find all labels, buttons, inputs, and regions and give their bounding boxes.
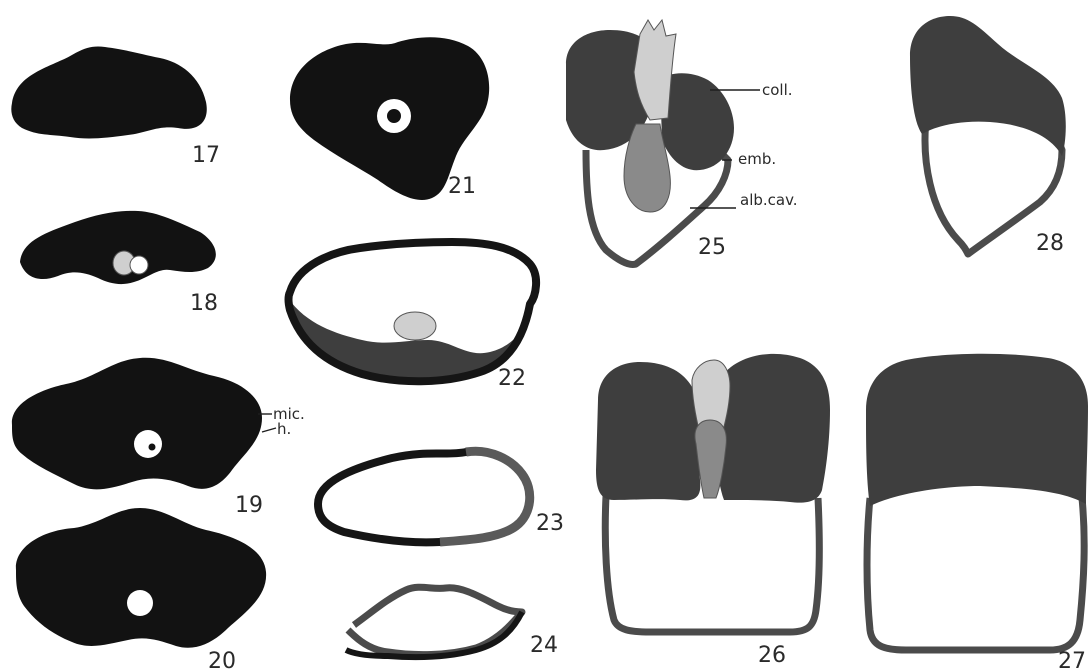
figure-26: 26 bbox=[596, 354, 830, 668]
label-h: h. bbox=[277, 420, 291, 438]
figure-20: 20 bbox=[16, 508, 266, 672]
figure-27: 27 bbox=[866, 354, 1088, 672]
leader-h bbox=[262, 428, 276, 432]
section-28-cap bbox=[910, 16, 1066, 156]
figure-number-19: 19 bbox=[235, 493, 263, 518]
figure-17: 17 bbox=[11, 46, 220, 168]
figure-number-20: 20 bbox=[208, 649, 236, 672]
section-20-hollow bbox=[127, 590, 153, 616]
section-21-ring-center bbox=[387, 109, 401, 123]
section-20-shape bbox=[16, 508, 266, 648]
section-26-right-lobe bbox=[714, 354, 830, 503]
section-17-shape bbox=[11, 46, 206, 138]
figure-number-26: 26 bbox=[758, 643, 786, 668]
section-23-wall-light bbox=[440, 451, 530, 542]
figure-number-28: 28 bbox=[1036, 231, 1064, 256]
figure-21: 21 bbox=[290, 37, 489, 200]
section-19-hollow-dot bbox=[149, 444, 156, 451]
figure-number-21: 21 bbox=[448, 174, 476, 199]
section-26-sac bbox=[605, 496, 819, 632]
figure-number-18: 18 bbox=[190, 291, 218, 316]
label-coll: coll. bbox=[762, 81, 793, 99]
section-19-shape bbox=[12, 358, 262, 490]
section-23-wall bbox=[318, 451, 530, 542]
figure-number-22: 22 bbox=[498, 366, 526, 391]
section-25-right-lobe bbox=[660, 73, 734, 170]
figure-number-25: 25 bbox=[698, 235, 726, 260]
section-19-hollow bbox=[134, 430, 162, 458]
figure-18: 18 bbox=[20, 211, 218, 316]
figure-number-23: 23 bbox=[536, 511, 564, 536]
figure-number-24: 24 bbox=[530, 633, 558, 658]
figure-22: 22 bbox=[288, 242, 536, 391]
figure-25: coll. emb. alb.cav. 25 bbox=[566, 20, 798, 264]
figure-23: 23 bbox=[318, 451, 564, 542]
label-emb: emb. bbox=[738, 150, 776, 168]
section-27-cap bbox=[866, 354, 1088, 506]
section-22-embryo bbox=[394, 312, 436, 340]
figure-number-17: 17 bbox=[192, 143, 220, 168]
figure-28: 28 bbox=[910, 16, 1066, 256]
label-albcav: alb.cav. bbox=[740, 191, 798, 209]
section-26-left-lobe bbox=[596, 362, 700, 500]
section-18-cavity-right bbox=[130, 256, 148, 274]
figure-24: 24 bbox=[346, 587, 558, 658]
section-27-sac bbox=[867, 498, 1084, 650]
figure-number-27: 27 bbox=[1058, 649, 1086, 672]
figure-19: mic. h. 19 bbox=[12, 358, 305, 518]
